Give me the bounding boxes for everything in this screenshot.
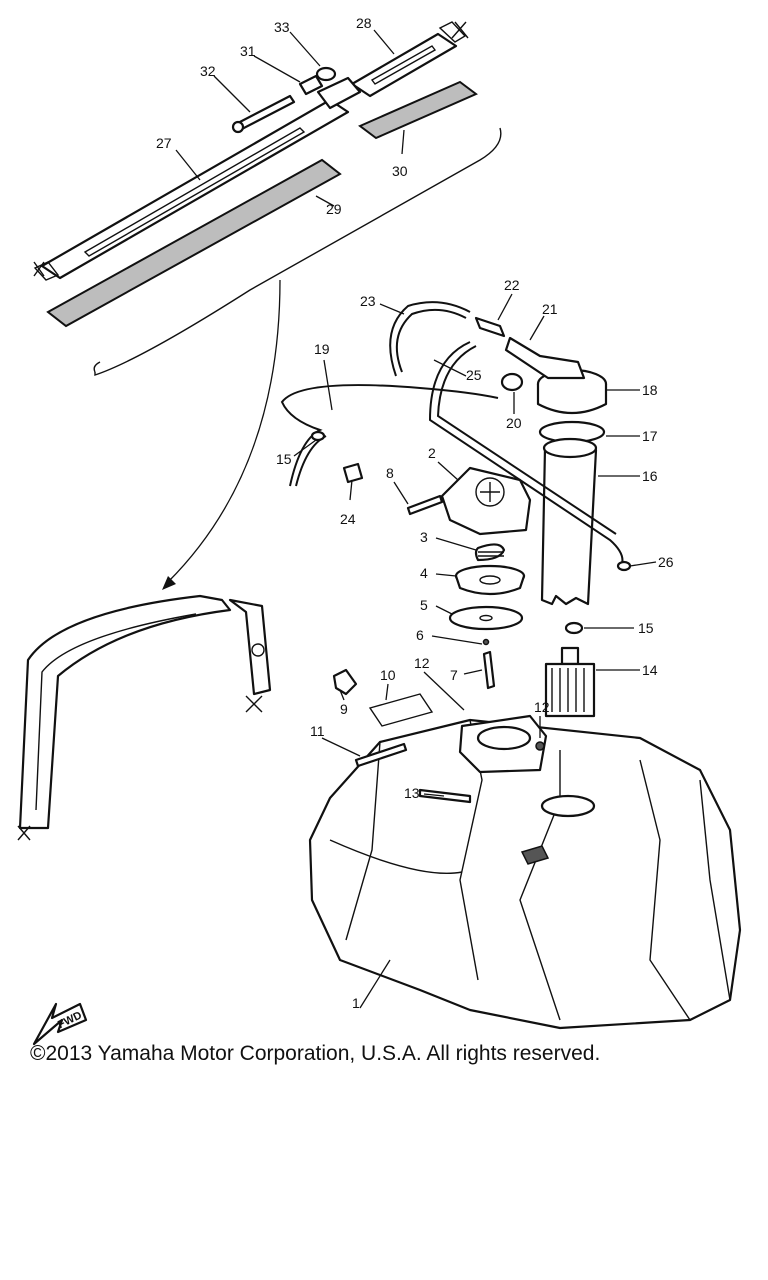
assembly-arrow [167,279,281,583]
fuel-tank-exploded-diagram: FWD [17,15,742,1046]
gasket-5 [448,605,524,631]
strap-assembly [17,594,272,841]
clamp-20 [500,372,524,392]
spring-3 [474,543,506,562]
bolt-11 [354,742,408,768]
callout-1: 1 [352,995,360,1011]
assembly-arrow-head [162,576,176,590]
strap-27 [33,98,350,281]
inset-frame-arc [93,361,101,373]
pin-6 [482,638,490,646]
cap-24 [342,462,364,484]
callout-16: 16 [642,468,658,484]
strainer-cap-18 [536,368,608,414]
callout-31: 31 [240,43,256,59]
callout-10: 10 [380,667,396,683]
callout-numbers: 1 2 3 4 5 6 7 8 9 10 11 12 12 13 14 15 1… [156,15,674,1011]
screw-7 [482,650,496,690]
clip-26 [616,560,632,572]
bolt-13 [418,788,472,804]
plate-10 [368,693,434,727]
copyright-notice: ©2013 Yamaha Motor Corporation, U.S.A. A… [30,1042,601,1065]
callout-21: 21 [542,301,558,317]
strainer-tube-16 [540,437,598,606]
cap-2 [440,466,532,536]
callout-17: 17 [642,428,658,444]
hose-25 [428,341,624,569]
collar-31 [298,74,324,96]
filter-14 [544,646,596,718]
callout-27: 27 [156,135,172,151]
callout-4: 4 [420,565,428,581]
callout-14: 14 [642,662,658,678]
leader-lines [175,29,657,1009]
callout-7: 7 [450,667,458,683]
neck-12 [458,714,548,774]
joint-22 [474,316,506,338]
callout-15a: 15 [276,451,292,467]
callout-8: 8 [386,465,394,481]
callout-20: 20 [506,415,522,431]
hose-23 [389,301,471,377]
callout-3: 3 [420,529,428,545]
callout-26: 26 [658,554,674,570]
callout-18: 18 [642,382,658,398]
cap-9 [332,668,358,696]
hose-21 [504,336,586,380]
callout-33: 33 [274,19,290,35]
pad-30 [358,80,478,140]
callout-32: 32 [200,63,216,79]
callout-12b: 12 [534,699,550,715]
strap-28 [350,21,469,98]
hinge-block [316,76,362,110]
callout-2: 2 [428,445,436,461]
callout-24: 24 [340,511,356,527]
callout-12a: 12 [414,655,430,671]
callout-25: 25 [466,367,482,383]
callout-28: 28 [356,15,372,31]
plate-4 [454,564,526,596]
callout-5: 5 [420,597,428,613]
clip-15a [310,430,326,442]
clip-15b [564,621,584,635]
fwd-arrow-icon: FWD [32,1002,88,1046]
callout-15b: 15 [638,620,654,636]
callout-11: 11 [310,723,325,739]
callout-23: 23 [360,293,376,309]
callout-30: 30 [392,163,408,179]
callout-9: 9 [340,701,348,717]
callout-22: 22 [504,277,520,293]
pin-8 [406,494,444,516]
callout-29: 29 [326,201,342,217]
pad-29 [46,158,342,328]
inset-frame [94,127,502,376]
collar-33 [315,66,337,82]
callout-6: 6 [416,627,424,643]
hose-19 [280,384,499,487]
callout-13: 13 [404,785,420,801]
callout-19: 19 [314,341,330,357]
